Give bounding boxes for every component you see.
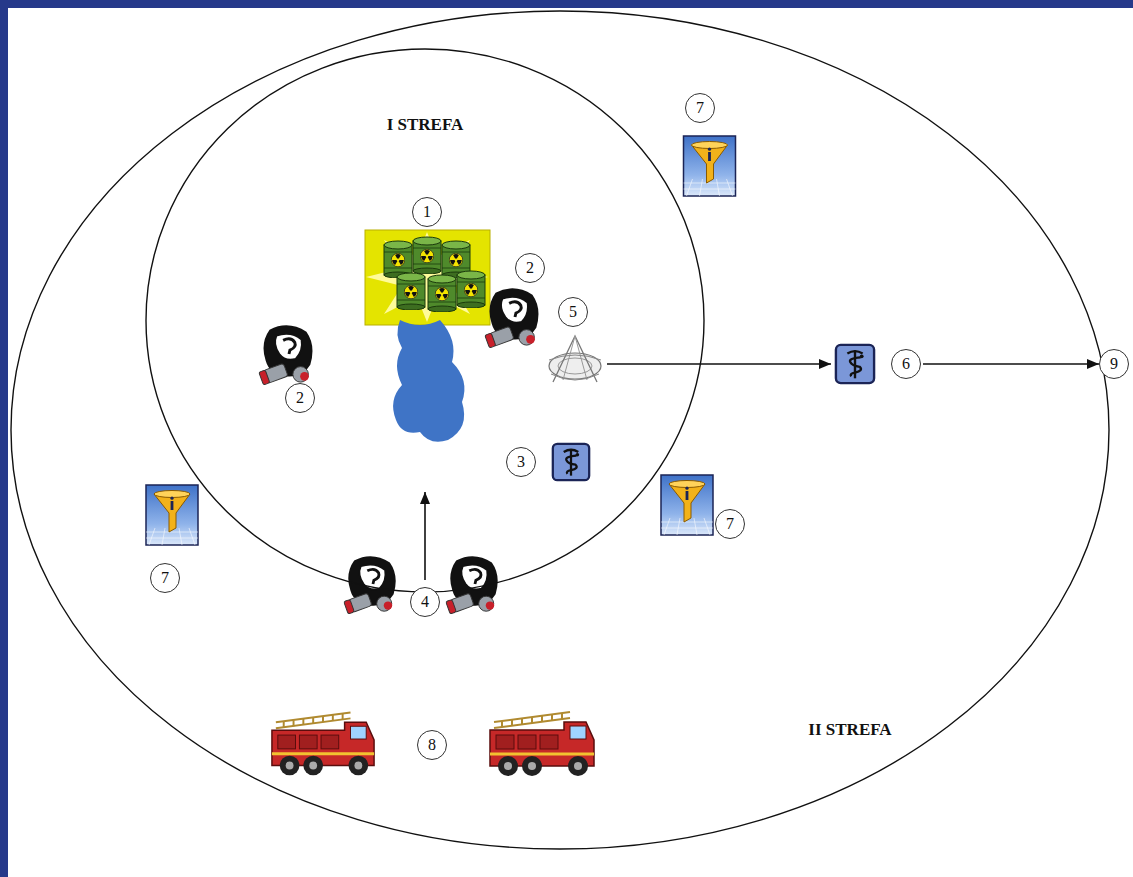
fire-truck: [272, 713, 374, 776]
callout-number: 2: [526, 260, 534, 276]
callout-number: 7: [696, 100, 704, 116]
callout-marker: 3: [505, 440, 593, 484]
zone-label: I STREFA: [387, 115, 464, 135]
callout-marker: 7: [658, 474, 746, 540]
callout-number: 3: [517, 454, 525, 470]
callout-circle: 2: [515, 253, 545, 283]
callout-circle: 4: [410, 587, 440, 617]
callout-circle: 2: [285, 383, 315, 413]
flow-arrow: [923, 363, 1099, 365]
callout-marker: 2: [252, 322, 324, 414]
zone-outline: [146, 49, 704, 592]
illustration-part: [397, 273, 425, 310]
gas-mask: [485, 288, 539, 348]
callout-marker: 5: [543, 296, 607, 390]
callout-circle: 5: [558, 297, 588, 327]
callout-marker: 7: [680, 92, 740, 199]
fire-truck: [490, 712, 594, 776]
zone-ellipse: I STREFA 1 2 5 2 3: [145, 48, 705, 593]
callout-marker: 7: [143, 484, 203, 594]
flow-arrow: [607, 363, 831, 365]
callout-number: 4: [421, 594, 429, 610]
callout-marker: 8: [266, 700, 600, 782]
callout-circle: 7: [150, 563, 180, 593]
illustration-part: [457, 271, 485, 308]
entry-arrow: [424, 492, 426, 580]
illustration-part: [413, 237, 441, 274]
callout-marker: 1: [360, 196, 495, 446]
info-funnel: [661, 475, 713, 535]
callout-number: 1: [423, 204, 431, 220]
callout-marker: 9: [1099, 349, 1129, 379]
callout-number: 7: [726, 516, 734, 532]
callout-circle: 8: [417, 730, 447, 760]
callout-number: 7: [161, 570, 169, 586]
illustration-part: [384, 241, 412, 278]
hazard-barrels: [365, 230, 490, 325]
zone-label: II STREFA: [808, 720, 891, 740]
info-funnel: [684, 136, 736, 196]
callout-marker: 6: [831, 341, 923, 387]
callout-number: 6: [902, 356, 910, 372]
callout-marker: 2: [478, 252, 548, 352]
zone-ellipse: II STREFA I STREFA 1 2 5 2 3 7 6 7 7 4 8: [10, 10, 1110, 850]
zone-label-box: II STREFA: [808, 720, 891, 740]
medical-symbol: [836, 345, 874, 383]
callout-number: 5: [569, 304, 577, 320]
callout-circle: 7: [715, 509, 745, 539]
illustration-part: [428, 275, 456, 312]
callout-circle: 3: [506, 447, 536, 477]
illustration-part: [366, 232, 488, 322]
illustration-part: [365, 230, 490, 325]
callout-number: 9: [1110, 356, 1118, 372]
zone-label-box: I STREFA: [387, 115, 464, 135]
medical-symbol: [553, 444, 589, 480]
callout-circle: 1: [412, 197, 442, 227]
white-ground: [8, 8, 1133, 877]
callout-circle: 6: [891, 349, 921, 379]
zone-outline: [10, 10, 1110, 850]
callout-circle: 7: [685, 93, 715, 123]
callout-marker: 4: [338, 553, 512, 617]
gas-mask: [344, 556, 396, 614]
callout-number: 8: [428, 737, 436, 753]
gas-mask: [259, 325, 313, 385]
callout-circle: 9: [1099, 349, 1129, 379]
zone-outline: [11, 11, 1109, 849]
rescue-net: [549, 336, 601, 382]
info-funnel: [146, 485, 198, 545]
spill: [393, 320, 464, 442]
callout-number: 2: [296, 390, 304, 406]
